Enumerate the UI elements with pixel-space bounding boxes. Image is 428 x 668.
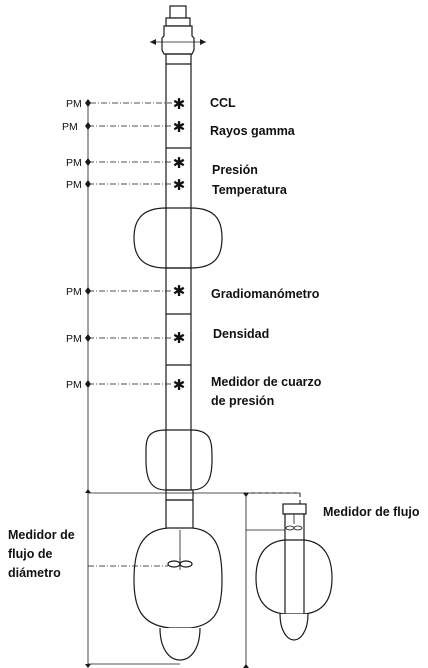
pm-ticks (85, 99, 91, 668)
label-quartz-line2: de presión (211, 394, 274, 408)
pm-labels: PM PM PM PM PM PM PM (62, 98, 82, 391)
pm-label-6: PM (66, 333, 82, 345)
tool-top-cap (169, 5, 187, 19)
sensor-star-ccl: ✱ (173, 95, 186, 113)
label-temperature: Temperatura (212, 183, 288, 197)
dimension-lines-left (85, 99, 91, 668)
label-flow-meter: Medidor de flujo (323, 505, 420, 519)
label-diameter-meter-line2: flujo de (8, 547, 52, 561)
label-density: Densidad (213, 327, 269, 341)
tool-nose (159, 627, 201, 661)
head-arrow-right (200, 39, 206, 45)
tool-body-lower (165, 499, 194, 531)
sensor-labels: CCL Rayos gamma Presión Temperatura Grad… (8, 96, 420, 580)
label-gamma: Rayos gamma (210, 124, 296, 138)
sensor-star-quartz: ✱ (173, 376, 186, 394)
centralizer-upper (133, 207, 223, 269)
flowmeter-blade-right (293, 525, 303, 531)
flowmeter-centralizer (255, 539, 333, 615)
sensor-star-temperature: ✱ (173, 176, 186, 194)
centralizer-lower (145, 429, 213, 491)
diameter-flowmeter-basket (133, 527, 223, 629)
tool-head (161, 25, 195, 55)
inline-flowmeter (243, 492, 333, 668)
pm-label-2: PM (62, 121, 78, 133)
pm-label-7: PM (66, 379, 82, 391)
pm-label-4: PM (66, 179, 82, 191)
pm-label-1: PM (66, 98, 82, 110)
label-quartz-line1: Medidor de cuarzo (211, 375, 322, 389)
sensor-star-gradiomanometer: ✱ (173, 282, 186, 300)
head-arrow-left (150, 39, 156, 45)
measure-point-lines (88, 102, 300, 665)
pm-label-5: PM (66, 286, 82, 298)
sensor-markers: ✱ ✱ ✱ ✱ ✱ ✱ ✱ (173, 95, 186, 394)
sensor-star-density: ✱ (173, 329, 186, 347)
tool-top-neck (165, 17, 191, 27)
label-diameter-meter-line3: diámetro (8, 566, 61, 580)
sensor-star-gamma: ✱ (173, 118, 186, 136)
label-diameter-meter-line1: Medidor de (8, 528, 75, 542)
tool-collar (165, 489, 194, 501)
pm-label-3: PM (66, 157, 82, 169)
label-pressure: Presión (212, 163, 258, 177)
flowmeter-top (282, 503, 307, 515)
label-gradiomanometer: Gradiomanómetro (211, 287, 320, 301)
flowmeter-nose (279, 613, 309, 641)
tool-string (133, 5, 223, 661)
label-ccl: CCL (210, 96, 236, 110)
sensor-star-pressure: ✱ (173, 154, 186, 172)
